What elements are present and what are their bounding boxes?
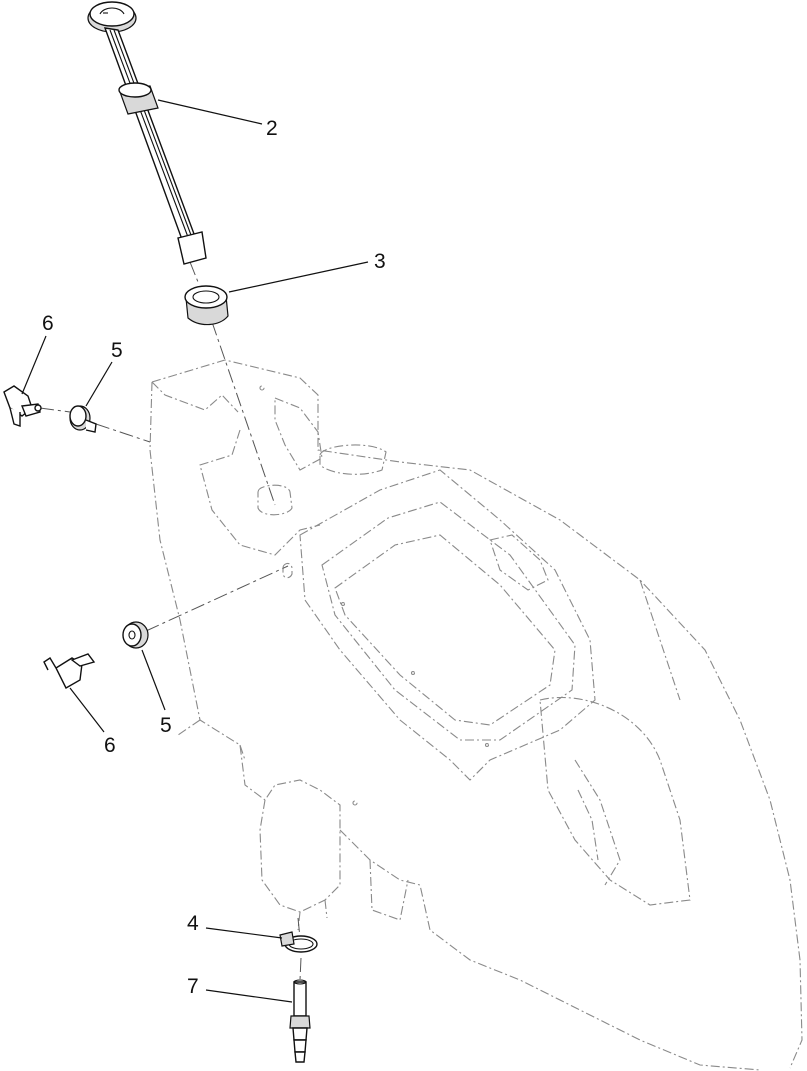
callout-7: 7 — [187, 975, 199, 998]
callout-6-upper: 6 — [42, 312, 54, 335]
callout-2: 2 — [266, 117, 278, 140]
callout-3: 3 — [374, 250, 386, 273]
hose-barb-fitting — [289, 979, 311, 1063]
callout-5-upper: 5 — [111, 339, 123, 362]
callout-4: 4 — [187, 912, 199, 935]
callout-6-lower: 6 — [104, 734, 116, 757]
fuel-sender-gauge — [87, 1, 207, 265]
elbow-fitting-lower — [43, 653, 96, 689]
callout-5-lower: 5 — [160, 714, 172, 737]
elbow-fitting-upper — [3, 385, 42, 427]
callout-labels: 2 3 6 5 5 6 4 7 — [42, 117, 386, 998]
fuel-tank-phantom-outline — [149, 359, 803, 1071]
bushing-lower — [122, 621, 149, 649]
leader-lines — [21, 99, 369, 1003]
grommet — [184, 285, 229, 326]
bushing-upper — [69, 405, 97, 433]
hose-clamp — [279, 931, 318, 953]
assembly-center-lines — [39, 261, 302, 981]
